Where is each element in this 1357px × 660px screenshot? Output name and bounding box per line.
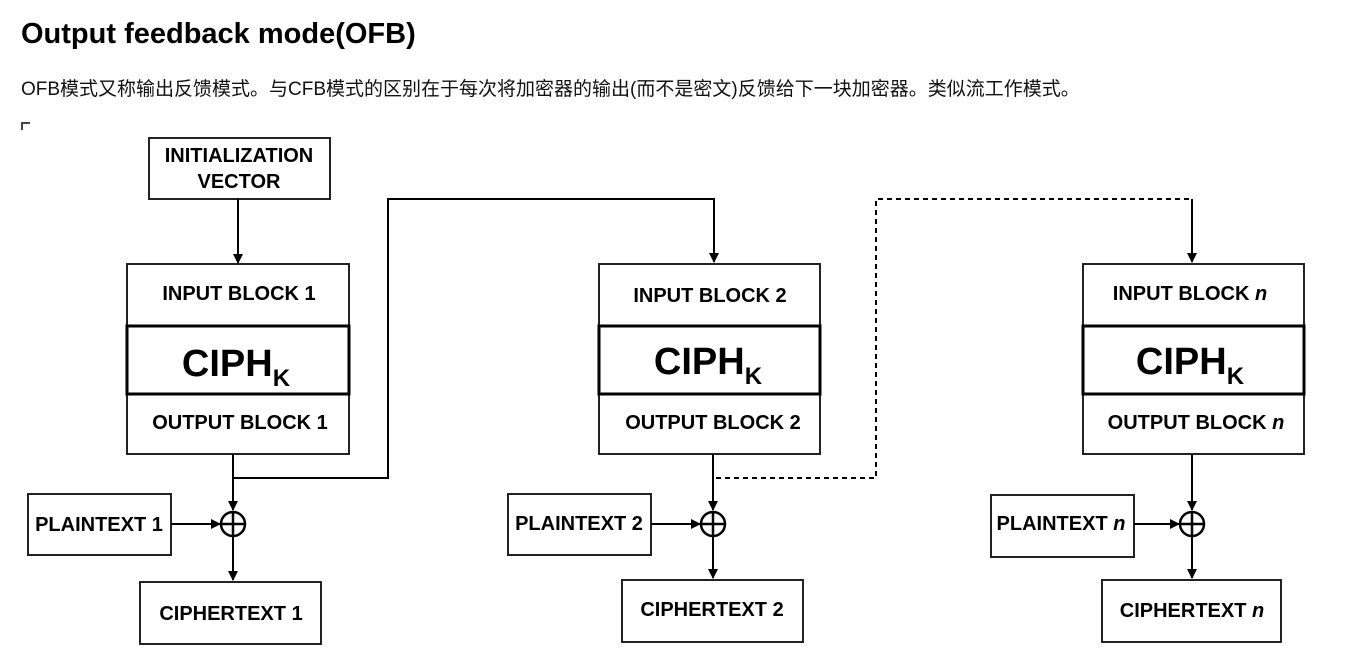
input-block-label: INPUT BLOCK 1 xyxy=(162,283,315,305)
svg-text:CIPHERTEXT 2: CIPHERTEXT 2 xyxy=(640,599,783,621)
xor-icon xyxy=(699,510,727,538)
xor-icon xyxy=(219,510,247,538)
description-text: OFB模式又称输出反馈模式。与CFB模式的区别在于每次将加密器的输出(而不是密文… xyxy=(21,79,1080,100)
input-block-label: INPUT BLOCK n xyxy=(1113,283,1267,305)
plaintext-box-1: PLAINTEXT 1 xyxy=(27,493,172,556)
iv-label-line1: INITIALIZATION xyxy=(165,145,314,167)
cipher-function-label: CIPHK xyxy=(654,341,763,390)
ciphertext-box-2: CIPHERTEXT 2 xyxy=(621,579,804,643)
svg-text:CIPHERTEXT 1: CIPHERTEXT 1 xyxy=(159,603,302,625)
svg-text:PLAINTEXT 2: PLAINTEXT 2 xyxy=(515,513,643,535)
xor-icon xyxy=(1178,510,1206,538)
cipher-function-label: CIPHK xyxy=(182,343,291,392)
cipher-block-2: INPUT BLOCK 2 CIPHK OUTPUT BLOCK 2 xyxy=(597,263,822,455)
svg-text:PLAINTEXT n: PLAINTEXT n xyxy=(997,513,1126,535)
svg-text:CIPHERTEXT n: CIPHERTEXT n xyxy=(1120,600,1264,622)
input-block-label: INPUT BLOCK 2 xyxy=(633,285,786,307)
cipher-block-n: INPUT BLOCK n CIPHK OUTPUT BLOCK n xyxy=(1081,263,1306,455)
output-block-label: OUTPUT BLOCK 1 xyxy=(152,412,328,434)
ciphertext-box-n: CIPHERTEXT n xyxy=(1101,579,1282,643)
plaintext-box-n: PLAINTEXT n xyxy=(990,494,1135,558)
image-corner-mark xyxy=(21,122,30,130)
cipher-function-label: CIPHK xyxy=(1136,341,1245,390)
cipher-block-1: INPUT BLOCK 1 CIPHK OUTPUT BLOCK 1 xyxy=(125,263,351,455)
feedback-line-1-to-2 xyxy=(232,198,719,479)
feedback-line-2-to-n xyxy=(712,198,1192,479)
page-title: Output feedback mode(OFB) xyxy=(21,18,416,50)
output-block-label: OUTPUT BLOCK 2 xyxy=(625,412,801,434)
initialization-vector-box: INITIALIZATION VECTOR xyxy=(148,137,331,200)
plaintext-box-2: PLAINTEXT 2 xyxy=(507,493,652,556)
output-block-label: OUTPUT BLOCK n xyxy=(1108,412,1285,434)
svg-text:PLAINTEXT 1: PLAINTEXT 1 xyxy=(35,514,163,536)
iv-label-line2: VECTOR xyxy=(198,171,282,193)
ciphertext-box-1: CIPHERTEXT 1 xyxy=(139,581,322,645)
